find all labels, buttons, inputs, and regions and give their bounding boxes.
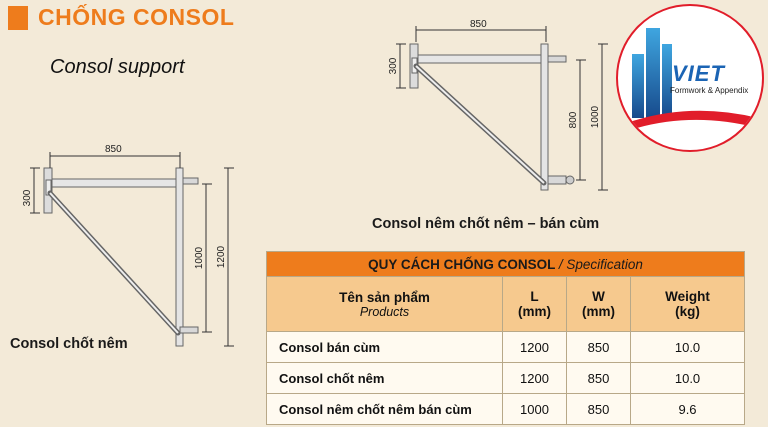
spec-table: QUY CÁCH CHỐNG CONSOL / Specification Tê… xyxy=(265,251,746,425)
left-drawing-caption: Consol chốt nêm xyxy=(10,336,128,352)
page-title: CHỐNG CONSOL xyxy=(38,4,235,30)
company-logo: VIET Formwork & Appendix xyxy=(616,4,764,152)
col-product-header: Tên sản phẩm Products xyxy=(266,276,503,332)
page-subtitle: Consol support xyxy=(50,56,185,78)
table-row: Consol chốt nêm 1200 850 10.0 xyxy=(266,362,746,394)
left-total-height-label: 1200 xyxy=(216,245,227,268)
spec-table-title: QUY CÁCH CHỐNG CONSOL / Specification xyxy=(265,251,746,277)
building-icon xyxy=(624,28,758,132)
col-l-header: L (mm) xyxy=(502,276,567,332)
table-row: Consol nêm chốt nêm bán cùm 1000 850 9.6 xyxy=(266,393,746,425)
title-accent-bar xyxy=(8,6,28,30)
logo-tagline: Formwork & Appendix xyxy=(670,86,749,95)
right-small-height-label: 300 xyxy=(388,57,399,74)
col-w-header: W (mm) xyxy=(566,276,631,332)
table-row: Consol bán cùm 1200 850 10.0 xyxy=(266,331,746,363)
right-total-height-label: 1000 xyxy=(590,105,601,128)
right-mid-height-label: 800 xyxy=(568,111,579,128)
logo-brand: VIET xyxy=(672,61,725,86)
right-width-label: 850 xyxy=(470,19,487,30)
right-drawing-caption: Consol nêm chốt nêm – bán cùm xyxy=(372,216,600,232)
left-width-label: 850 xyxy=(105,144,122,155)
left-small-height-label: 300 xyxy=(22,189,33,206)
col-weight-header: Weight (kg) xyxy=(629,276,746,332)
left-mid-height-label: 1000 xyxy=(194,246,205,269)
